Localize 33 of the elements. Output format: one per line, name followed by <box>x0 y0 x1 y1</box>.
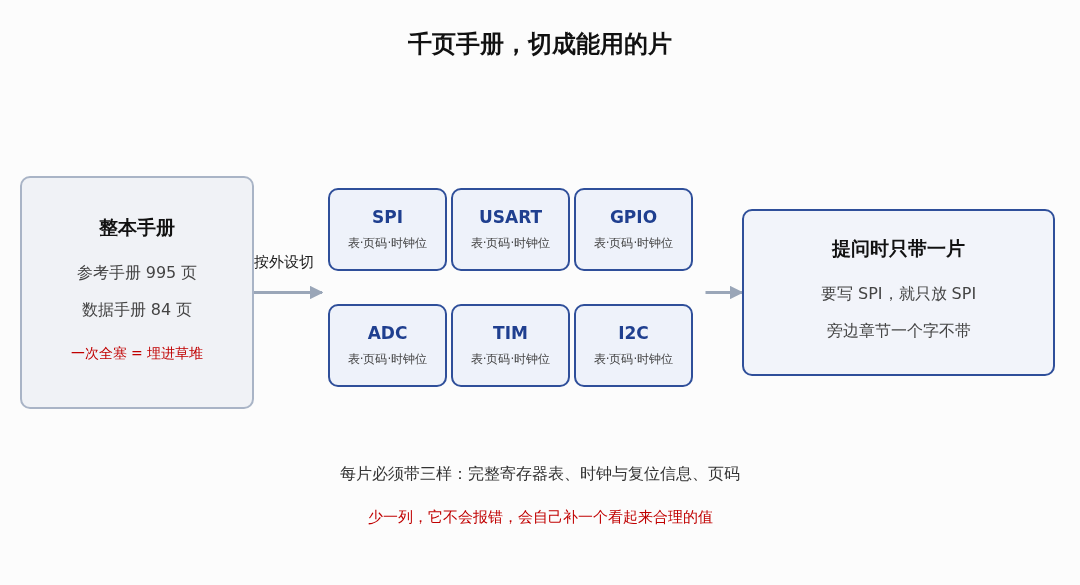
arrow <box>254 285 324 300</box>
node-text: 要写 SPI，就只放 SPI <box>820 283 977 305</box>
slice-card <box>451 304 570 387</box>
arrow <box>705 285 744 300</box>
node-heading: TIM <box>493 323 528 343</box>
slice-card <box>451 188 570 271</box>
slice-card <box>574 304 693 387</box>
process-box <box>20 176 254 409</box>
slice-card <box>328 304 447 387</box>
node-text: 表·页码·时钟位 <box>347 351 428 368</box>
slice-card <box>574 188 693 271</box>
node-text: 表·页码·时钟位 <box>593 351 674 368</box>
title: 千页手册，切成能用的片 <box>407 29 673 60</box>
node-text: 表·页码·时钟位 <box>593 235 674 252</box>
edge-label: 按外设切 <box>254 252 314 272</box>
node-text: 表·页码·时钟位 <box>470 351 551 368</box>
node-heading: 提问时只带一片 <box>832 235 965 261</box>
note-text: 少一列，它不会报错，会自己补一个看起来合理的值 <box>366 508 714 527</box>
slice-card <box>328 188 447 271</box>
node-heading: SPI <box>372 207 403 227</box>
node-heading: GPIO <box>609 207 658 227</box>
node-heading: 整本手册 <box>99 214 175 240</box>
node-text: 旁边章节一个字不带 <box>826 320 971 342</box>
node-text: 表·页码·时钟位 <box>347 235 428 252</box>
node-heading: USART <box>478 207 543 227</box>
node-text: 数据手册 84 页 <box>81 299 193 321</box>
process-box <box>742 209 1055 376</box>
node-text: 一次全塞 = 埋进草堆 <box>70 344 204 363</box>
node-heading: ADC <box>367 323 408 343</box>
node-heading: I2C <box>618 323 649 343</box>
note-text: 每片必须带三样：完整寄存器表、时钟与复位信息、页码 <box>339 464 741 485</box>
node-text: 参考手册 995 页 <box>76 262 198 284</box>
node-text: 表·页码·时钟位 <box>470 235 551 252</box>
